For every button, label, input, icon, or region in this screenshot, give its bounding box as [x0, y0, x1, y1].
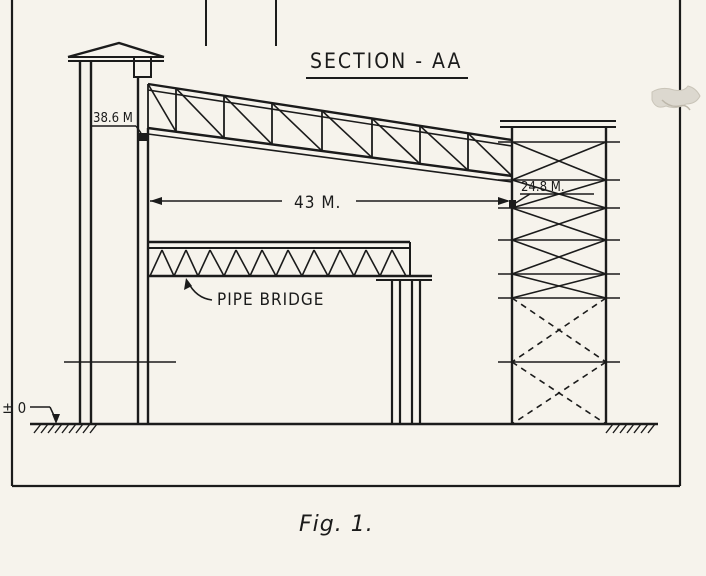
bridge-diagonal [327, 249, 341, 277]
ground-hatch [33, 423, 42, 434]
pipe-bridge [148, 240, 432, 424]
bridge-diagonal [197, 249, 211, 277]
tower-brace-dashed [511, 297, 607, 363]
truss-diagonal [419, 125, 469, 171]
truss-diagonal [223, 95, 273, 145]
truss-diagonal [371, 117, 421, 165]
bridge-diagonal [313, 249, 329, 277]
bridge-diagonal [261, 249, 277, 277]
truss-diagonal [271, 102, 323, 152]
figure-caption: Fig. 1. [299, 512, 374, 537]
bridge-diagonal [353, 249, 367, 277]
ground-hatch [640, 423, 649, 434]
ground-hatch [40, 423, 49, 434]
right-elevation-leader [513, 193, 594, 205]
ground-line [30, 422, 658, 434]
tower-brace [511, 239, 607, 275]
tower-brace-dashed [511, 361, 607, 425]
ground-hatch [619, 423, 628, 434]
ground-hatch [89, 423, 98, 434]
bridge-diagonal [223, 249, 237, 277]
truss-diagonal [175, 87, 225, 139]
ground-hatch [68, 423, 77, 434]
bridge-diagonal [391, 249, 407, 277]
bridge-diagonal [185, 249, 199, 277]
bridge-diagonal [235, 249, 251, 277]
conveyor-truss [147, 82, 513, 183]
right-tower [498, 120, 620, 425]
section-title: SECTION - AA [310, 49, 462, 73]
ground-hatch [75, 423, 84, 434]
bridge-diagonal [287, 249, 303, 277]
bridge-diagonal [173, 249, 187, 277]
bridge-diagonal [209, 249, 225, 277]
ground-hatch [61, 423, 70, 434]
left-elevation-label: 38.6 M [93, 111, 133, 126]
ground-hatch [54, 423, 63, 434]
bridge-diagonal [379, 249, 393, 277]
pipe-bridge-leader [184, 278, 213, 301]
tower-brace [511, 273, 607, 299]
ground-hatch [633, 423, 642, 434]
left-elevation-leader [90, 125, 142, 134]
bridge-diagonal [161, 249, 175, 277]
ground-hatch [82, 423, 91, 434]
bridge-diagonal [149, 249, 163, 277]
paper-clip-mark [651, 85, 701, 111]
bridge-diagonal [275, 249, 289, 277]
bridge-diagonal [301, 249, 315, 277]
tower-brace [511, 141, 607, 181]
pipe-bridge-label: PIPE BRIDGE [217, 290, 324, 310]
drawing-frame [10, 0, 682, 488]
ground-hatch [605, 423, 614, 434]
truss-diagonal [147, 83, 177, 133]
ground-hatch [647, 423, 656, 434]
truss-diagonal [321, 110, 373, 159]
span-label: 43 M. [294, 193, 341, 213]
ground-level-leader [30, 406, 60, 424]
ground-hatch [612, 423, 621, 434]
tower-brace [511, 207, 607, 241]
bridge-diagonal [339, 249, 355, 277]
ground-hatch [47, 423, 56, 434]
ground-hatch [626, 423, 635, 434]
bridge-diagonal [365, 249, 381, 277]
left-building [64, 41, 176, 424]
right-elevation-label: 24.8 M. [521, 180, 565, 195]
ground-level-label: ± 0 [2, 399, 26, 417]
truss-diagonal [467, 132, 513, 177]
bridge-diagonal [249, 249, 263, 277]
span-dimension [150, 197, 510, 205]
